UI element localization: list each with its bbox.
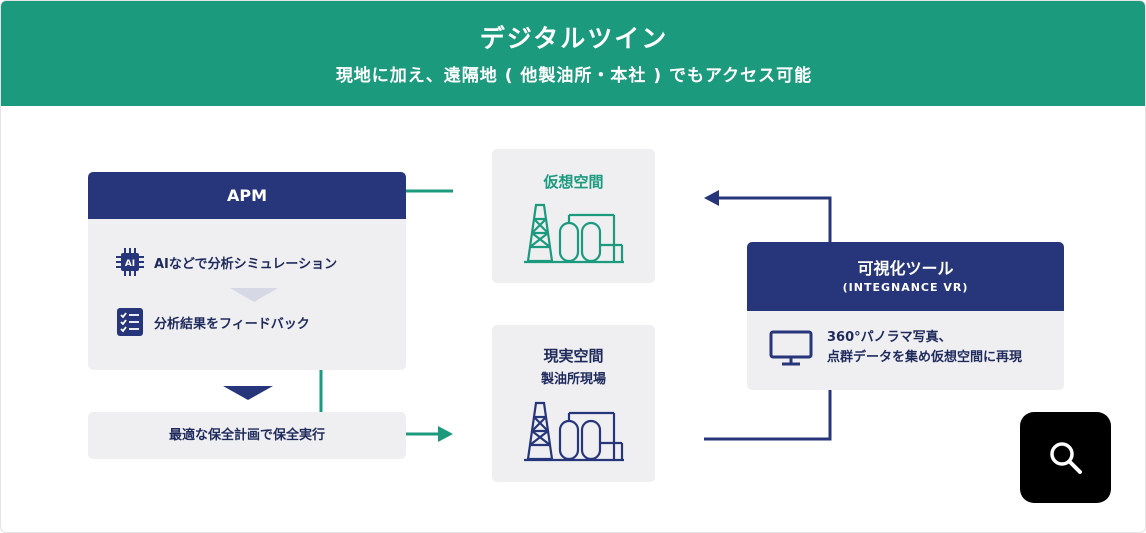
ai-chip-icon: AI <box>116 248 144 276</box>
execution-box: 最適な保全計画で保全実行 <box>88 412 406 459</box>
real-to-tool-line <box>704 390 832 441</box>
visualization-tool-panel: 可視化ツール (INTEGNANCE VR) 360°パノラマ写真、 点群データ… <box>747 242 1064 390</box>
tool-to-virtual-line <box>717 196 832 242</box>
apm-to-exec-arrow <box>223 386 273 400</box>
tool-description: 360°パノラマ写真、 点群データを集め仮想空間に再現 <box>769 328 1022 368</box>
header-banner: デジタルツイン 現地に加え、遠隔地 ( 他製油所・本社 ) でもアクセス可能 <box>1 1 1145 106</box>
ai-chip-label: AI <box>125 259 135 269</box>
tool-header: 可視化ツール (INTEGNANCE VR) <box>747 242 1064 311</box>
apm-item-simulation: AI AIなどで分析シミュレーション <box>114 246 337 278</box>
apm-item-label: AIなどで分析シミュレーション <box>154 256 338 272</box>
apm-panel: APM AI AIなどで分析シミュレーション <box>88 172 406 370</box>
diagram-title: デジタルツイン <box>479 24 669 53</box>
refinery-icon <box>524 203 624 264</box>
tool-title: 可視化ツール <box>857 259 954 278</box>
search-icon <box>1049 441 1082 474</box>
apm-item-feedback: 分析結果をフィードバック <box>114 306 310 338</box>
checklist-icon <box>117 308 143 336</box>
tool-to-virtual-arrowhead <box>704 190 719 206</box>
tool-product-name: (INTEGNANCE VR) <box>842 281 969 294</box>
diagram-subtitle: 現地に加え、遠隔地 ( 他製油所・本社 ) でもアクセス可能 <box>335 66 813 86</box>
real-space-box: 現実空間 製油所現場 <box>492 325 655 482</box>
tool-description-line: 点群データを集め仮想空間に再現 <box>827 350 1023 365</box>
real-space-subtitle: 製油所現場 <box>540 372 606 387</box>
real-space-title: 現実空間 <box>543 347 604 365</box>
apm-item-label: 分析結果をフィードバック <box>154 316 310 332</box>
virtual-space-box: 仮想空間 <box>492 149 655 283</box>
apm-inner-arrow <box>230 288 278 302</box>
tool-description-line: 360°パノラマ写真、 <box>827 330 952 345</box>
exec-to-real-arrowhead <box>438 426 453 442</box>
zoom-button[interactable] <box>1020 412 1111 503</box>
apm-title: APM <box>88 172 406 219</box>
refinery-icon <box>524 401 624 462</box>
monitor-icon <box>769 330 813 366</box>
virtual-space-title: 仮想空間 <box>543 173 604 191</box>
